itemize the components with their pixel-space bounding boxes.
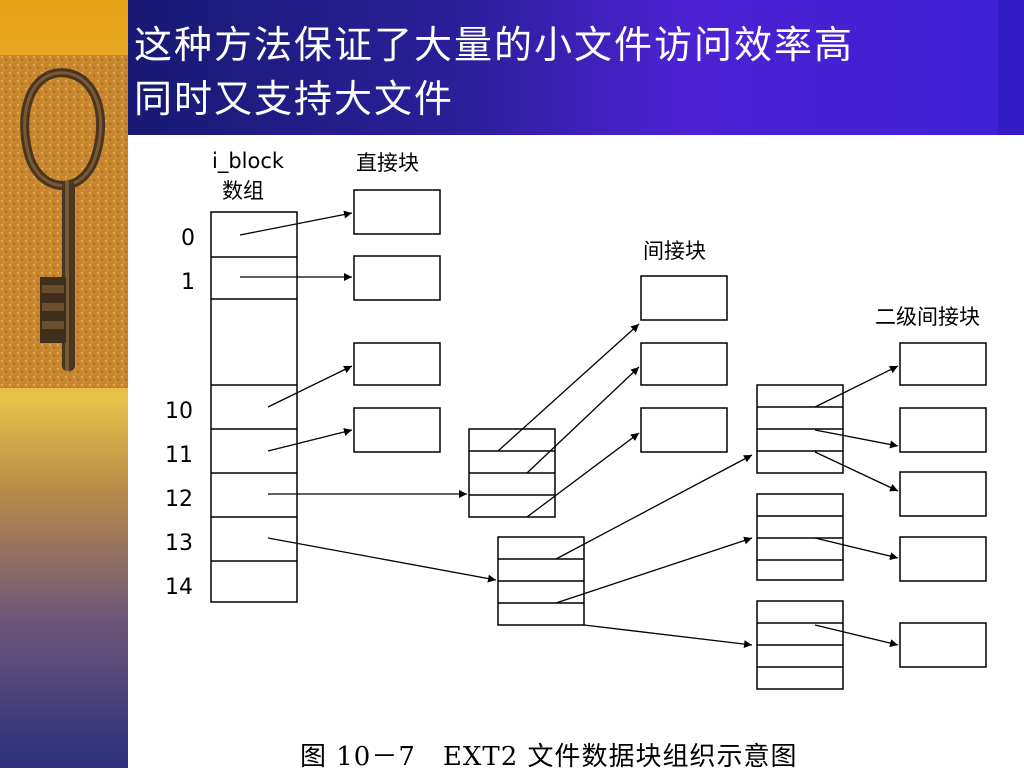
direct-blocks — [353, 189, 441, 453]
index-label-10: 10 — [165, 399, 193, 424]
direct-blocks-label: 直接块 — [356, 151, 419, 175]
indirect-index-block — [468, 428, 556, 518]
sidebar-decoration — [0, 0, 128, 768]
index-label-1: 1 — [181, 270, 195, 295]
index-label-0: 0 — [181, 226, 195, 251]
title-banner: 这种方法保证了大量的小文件访问效率高 同时又支持大文件 — [128, 0, 1024, 135]
slide-title-line-1: 这种方法保证了大量的小文件访问效率高 — [134, 23, 855, 67]
key-photo-icon — [0, 55, 128, 388]
ext2-block-diagram: i_block 数组 直接块 间接块 二级间接块 0 1 10 11 12 13… — [165, 149, 987, 690]
index-label-12: 12 — [165, 487, 193, 512]
figure-caption: 图 10－7 EXT2 文件数据块组织示意图 — [300, 742, 798, 772]
double-indirect-label: 二级间接块 — [875, 305, 980, 329]
i-block-array — [210, 211, 298, 603]
banner-accent-strip — [998, 0, 1024, 135]
double-indirect-first-level — [497, 536, 585, 626]
indirect-data-blocks — [640, 275, 728, 453]
array-label-type: 数组 — [222, 179, 264, 203]
double-indirect-second-level — [756, 384, 844, 690]
array-label-name: i_block — [212, 149, 285, 174]
index-label-13: 13 — [165, 531, 193, 556]
index-label-14: 14 — [165, 575, 193, 600]
pointer-arrows — [239, 210, 899, 649]
double-indirect-data-blocks — [899, 342, 987, 668]
indirect-blocks-label: 间接块 — [643, 239, 706, 263]
slide-title-line-2: 同时又支持大文件 — [134, 77, 455, 121]
index-label-11: 11 — [165, 443, 193, 468]
